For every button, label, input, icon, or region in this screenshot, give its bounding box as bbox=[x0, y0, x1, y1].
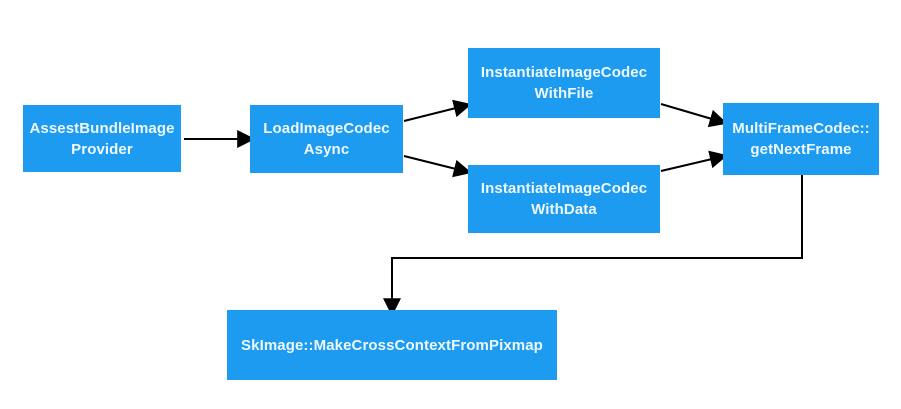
arrow-loadimagecodec-to-withdata bbox=[403, 155, 472, 178]
arrow-withdata-to-multiframecodec bbox=[660, 150, 728, 172]
node-label-line1: InstantiateImageCodec bbox=[480, 180, 648, 197]
node-skimage-make-cross-context-from-pixmap: SkImage::MakeCrossContextFromPixmap bbox=[227, 310, 557, 380]
node-label-line1: LoadImageCodec bbox=[263, 120, 390, 137]
node-label-line2: WithFile bbox=[534, 85, 594, 102]
node-label-line1: InstantiateImageCodec bbox=[480, 64, 648, 81]
arrow-withfile-to-multiframecodec bbox=[660, 103, 728, 128]
node-label-line1: MultiFrameCodec:: bbox=[732, 120, 870, 137]
node-instantiate-image-codec-with-data: InstantiateImageCodec WithData bbox=[468, 165, 660, 233]
node-load-image-codec-async: LoadImageCodec Async bbox=[250, 105, 403, 173]
node-assest-bundle-image-provider: AssestBundleImage Provider bbox=[23, 105, 181, 172]
node-instantiate-image-codec-with-file: InstantiateImageCodec WithFile bbox=[468, 48, 660, 118]
node-multi-frame-codec-get-next-frame: MultiFrameCodec:: getNextFrame bbox=[723, 103, 879, 175]
node-label-line2: Provider bbox=[71, 140, 133, 158]
node-label-line1: AssestBundleImage bbox=[29, 119, 175, 137]
node-label-line2: Async bbox=[303, 141, 350, 158]
node-label-line1: SkImage::MakeCrossContextFromPixmap bbox=[241, 336, 543, 354]
node-label-line2: WithData bbox=[531, 201, 597, 218]
arrow-loadimagecodec-to-withfile bbox=[403, 99, 472, 122]
node-label-line2: getNextFrame bbox=[750, 141, 852, 158]
